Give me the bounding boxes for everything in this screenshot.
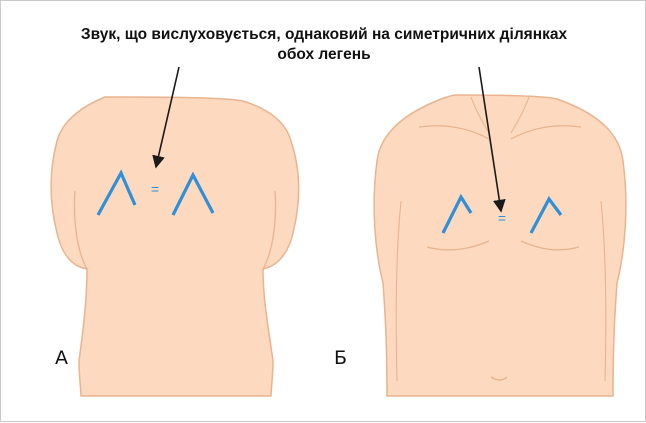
equal-sign: = (498, 210, 506, 226)
figure-caption: Звук, що вислуховується, однаковий на си… (1, 25, 646, 65)
panel-label-b: Б (334, 347, 347, 369)
panel-label-a: А (55, 347, 68, 369)
torso-front-shape (374, 95, 626, 396)
torso-back-shape (51, 97, 299, 396)
torso-back-view: = (51, 97, 299, 396)
equal-sign: = (151, 181, 159, 197)
torso-front-view: = (374, 95, 626, 396)
